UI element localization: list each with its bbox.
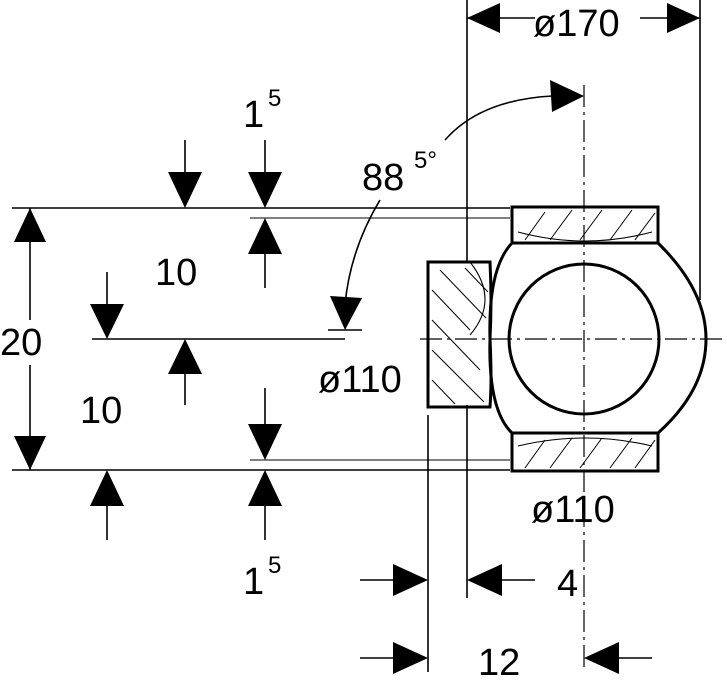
dim-label-dia-110-left: ø110 [318, 359, 402, 401]
dim-label-dia-110-bottom: ø110 [531, 489, 615, 531]
dim-label-12: 12 [478, 642, 520, 680]
dim-label-4: 4 [557, 563, 578, 605]
dimension-arrows [14, 3, 700, 674]
angle-arc [330, 80, 584, 330]
extension-lines [12, 0, 701, 672]
dim-label-10-top: 10 [155, 252, 197, 294]
dim-label-angle-sup: 5° [414, 147, 437, 174]
fitting-body [426, 205, 708, 473]
dim-label-1-bottom: 1 [243, 561, 264, 603]
dim-label-10-bottom: 10 [80, 390, 122, 432]
dim-label-1-bottom-sup: 5 [268, 552, 281, 579]
dim-label-1-top-sup: 5 [268, 85, 281, 112]
dimension-labels: ø170 1 5 88 5° 10 20 ø110 10 ø110 1 5 4 … [0, 3, 620, 680]
dim-label-angle: 88 [362, 157, 404, 199]
center-lines [420, 85, 722, 672]
dim-label-1-top: 1 [243, 94, 264, 136]
dim-label-dia-170: ø170 [533, 3, 620, 45]
dim-label-20: 20 [0, 322, 42, 364]
